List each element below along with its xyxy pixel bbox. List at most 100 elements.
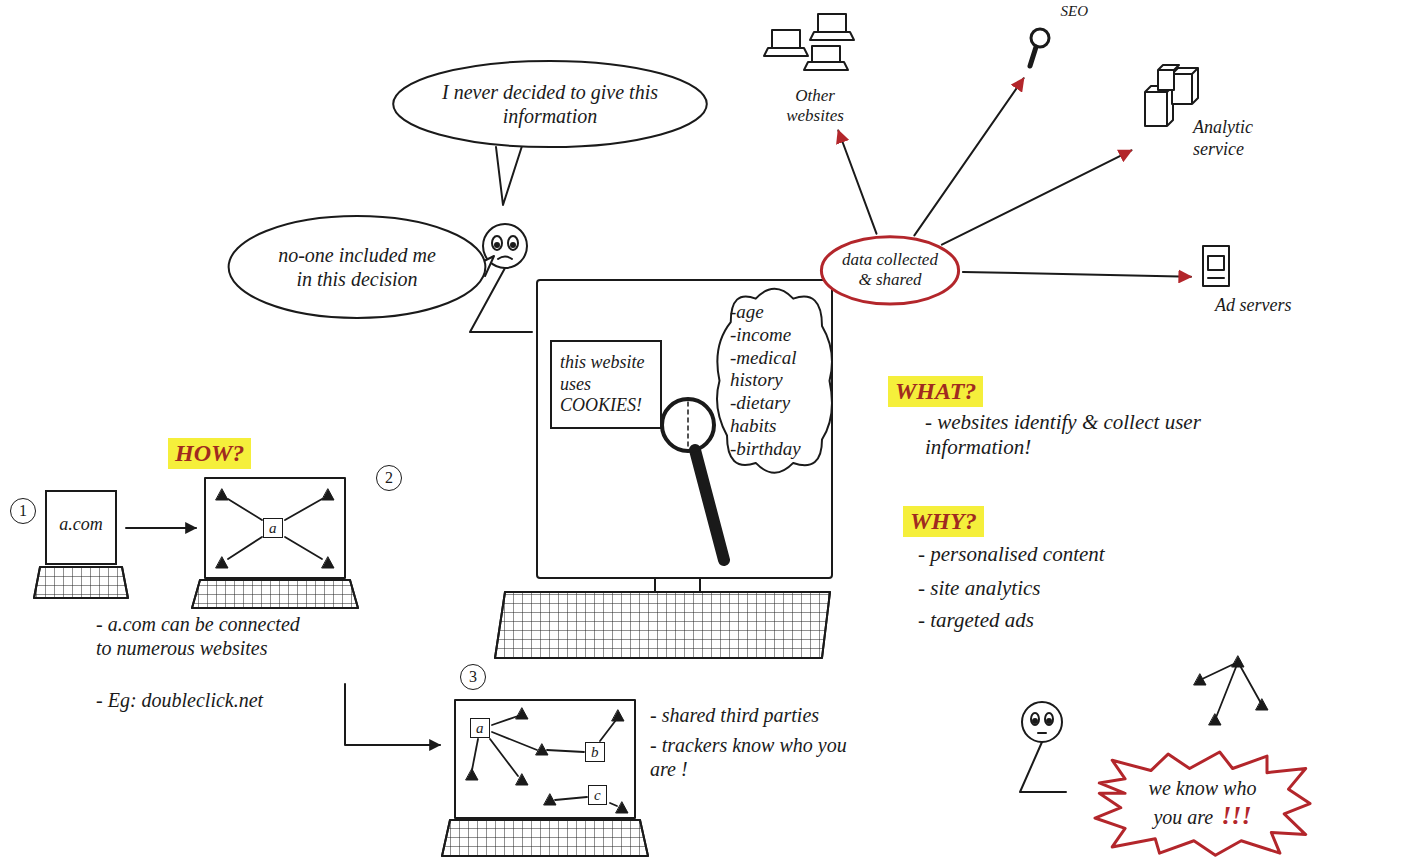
node-text: I never decided to give this information (438, 80, 662, 128)
arrow-connector (838, 131, 876, 234)
tracker-triangle (216, 489, 228, 500)
laptop-sketch (442, 820, 648, 856)
person-figure (1047, 719, 1051, 723)
tracker-links (555, 797, 587, 800)
person-figure (492, 236, 502, 250)
site-box: b (585, 742, 605, 762)
illustration (34, 14, 1268, 856)
destination-label: Other websites (755, 8, 875, 127)
analytic-icon (1158, 65, 1179, 90)
monitor (495, 592, 830, 658)
monitor (495, 592, 830, 658)
tracker-triangle (216, 557, 228, 568)
person-figure (511, 243, 515, 247)
site-box: a (263, 518, 283, 538)
bubble-tail (482, 146, 522, 276)
tracker-links (492, 732, 537, 750)
node-text: Other websites (780, 86, 850, 127)
speech-bubble-shape (229, 216, 486, 318)
magnifying-glass (687, 402, 689, 448)
tracker-triangle (1209, 714, 1221, 725)
speech-bubble: I never decided to give this information (390, 60, 710, 148)
node-text: -medical history (730, 347, 823, 393)
data-cloud: -age-income-medical history-dietary habi… (712, 283, 837, 479)
tracker-triangle (516, 708, 528, 719)
analytic-icon (1172, 68, 1198, 104)
tracker-triangle (216, 489, 1268, 813)
tracker-triangle (1256, 699, 1268, 710)
tracker-triangle (322, 557, 334, 568)
node-text: -income (730, 324, 823, 347)
bubble-tail (496, 146, 522, 205)
laptop-sketch (345, 684, 440, 745)
laptop-sketch (34, 478, 648, 856)
person-figure (1020, 742, 1066, 792)
laptop-sketch (205, 478, 345, 578)
monitor (495, 280, 832, 658)
server-icon (1208, 256, 1224, 270)
callout-number: 1 (10, 498, 36, 524)
callout-number: 3 (460, 664, 486, 690)
arrow-connector (942, 150, 1132, 244)
laptop-sketch (442, 820, 648, 856)
note-text: - personalised content (918, 542, 1105, 567)
tracker-links (610, 803, 617, 806)
laptop-icons (764, 48, 808, 56)
seo-icon (1030, 47, 1036, 66)
tracker-triangle (536, 744, 548, 755)
node-text: b (591, 743, 599, 761)
tracker-links (285, 499, 322, 520)
destination-label: SEO (1012, 0, 1092, 75)
node-text: a (269, 519, 277, 537)
person-figure (1020, 702, 1066, 792)
node-text: no-one included me in this decision (271, 243, 443, 291)
node-text: SEO (1012, 2, 1088, 20)
laptop-screen: a.com (45, 490, 117, 565)
tracker-triangle (516, 774, 528, 785)
tracker-links (490, 739, 518, 776)
person-figure (1033, 719, 1037, 723)
laptop-sketch (34, 567, 128, 598)
tracker-links (1215, 662, 1238, 720)
section-heading: HOW? (168, 438, 251, 469)
tracker-links (547, 750, 584, 752)
speech-bubble-shape (393, 61, 707, 147)
monitor (537, 280, 832, 578)
laptop-icons (818, 14, 846, 32)
tracker-links (228, 537, 262, 559)
note-text: - websites identify & collect user infor… (925, 410, 1210, 460)
shout-bubble-outline (1095, 752, 1310, 855)
laptop-sketch (455, 700, 635, 818)
data-cloud-shape (717, 289, 832, 473)
site-box: c (588, 785, 607, 805)
person-figure (1022, 702, 1062, 742)
destination-label: Analytic service (1135, 55, 1300, 160)
seo-icon (1031, 29, 1049, 47)
tracker-links (600, 720, 616, 741)
node-text: -birthday (730, 438, 823, 461)
data-bubble: data collected & shared (820, 236, 960, 305)
note-text: - a.com can be connected to numerous web… (96, 612, 311, 660)
laptop-sketch (192, 580, 358, 608)
tracker-links (285, 537, 322, 559)
laptop-icons (804, 62, 848, 70)
cookie-notice: this website uses COOKIES! (550, 340, 662, 429)
section-heading: WHY? (903, 506, 984, 537)
person-figure (508, 236, 518, 250)
tracker-triangle (322, 489, 334, 500)
note-text: - targeted ads (918, 608, 1034, 633)
tracker-triangle (612, 710, 624, 721)
seo-icon (1030, 29, 1049, 66)
node-text: a (476, 719, 484, 737)
shout-bubble: we know who you are!!! (1095, 752, 1310, 855)
speech-bubble-outline (390, 60, 710, 148)
tracker-triangle (1232, 656, 1244, 667)
tracker-links (228, 499, 1262, 806)
server-icon (1203, 246, 1229, 286)
person-figure (1031, 713, 1039, 725)
person-figure (1045, 713, 1053, 725)
tracker-links (228, 499, 262, 520)
person-figure (495, 243, 499, 247)
node-text: -dietary habits (730, 392, 823, 438)
callout-number: 2 (376, 465, 402, 491)
